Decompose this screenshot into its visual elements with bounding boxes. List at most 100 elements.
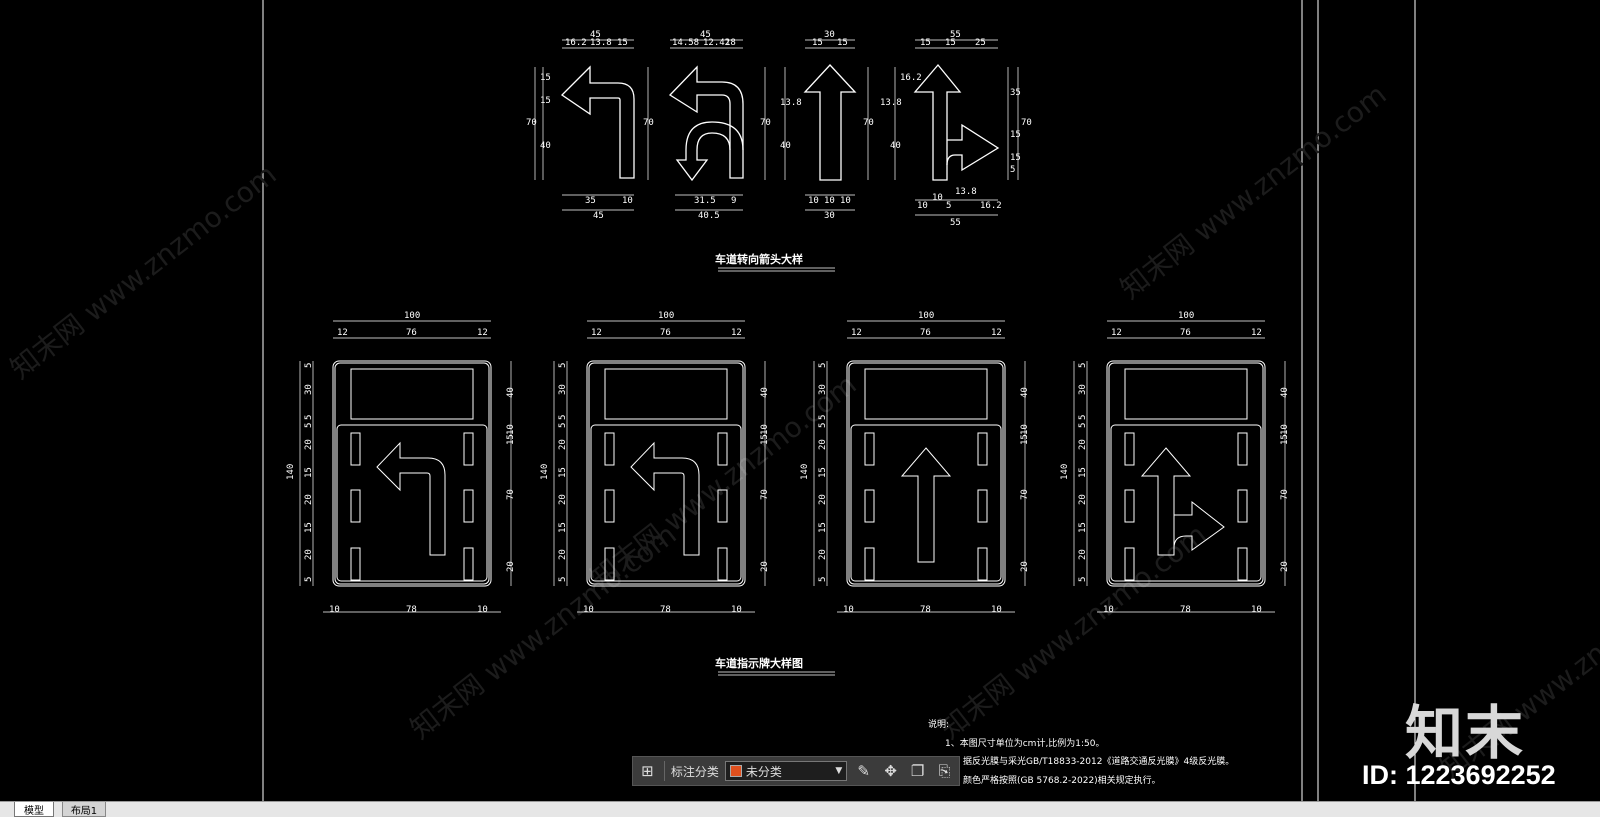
sign-left-dim-text: 5 bbox=[1078, 423, 1088, 428]
sign-left-dim-text: 20 bbox=[558, 549, 568, 560]
svg-text:12.42: 12.42 bbox=[703, 38, 730, 48]
sign-dim-lines bbox=[553, 320, 766, 613]
uturn-arrow-lower bbox=[675, 121, 744, 182]
sign-left-dim-text: 5 bbox=[818, 577, 828, 582]
sign-left-dim-text: 15 bbox=[558, 467, 568, 478]
sign-margin-text: 12 bbox=[731, 328, 742, 338]
svg-text:55: 55 bbox=[950, 218, 961, 228]
sign-bottom-inner-text: 78 bbox=[660, 605, 671, 615]
sign-inner-width-text: 76 bbox=[920, 328, 931, 338]
sign-dim-lines bbox=[813, 320, 1026, 613]
sign-right-branch-arrow bbox=[1173, 500, 1225, 551]
svg-text:10: 10 bbox=[622, 196, 633, 206]
sign-left-dim-text: 5 bbox=[818, 423, 828, 428]
sign-height-text: 140 bbox=[540, 464, 550, 480]
sign-inner-width-text: 76 bbox=[1180, 328, 1191, 338]
svg-text:1、本图尺寸单位为cm计,比例为1:50。: 1、本图尺寸单位为cm计,比例为1:50。 bbox=[945, 737, 1105, 749]
sign-right-dim-text: 40 bbox=[506, 387, 516, 398]
sign-margin-text: 12 bbox=[991, 328, 1002, 338]
svg-text:13.8: 13.8 bbox=[780, 98, 802, 108]
sign-left-dim-text: 20 bbox=[304, 549, 314, 560]
svg-text:10: 10 bbox=[824, 196, 835, 206]
svg-text:31.5: 31.5 bbox=[694, 196, 716, 206]
sign-margin-text: 12 bbox=[1111, 328, 1122, 338]
arrow-shapes bbox=[560, 63, 1000, 182]
sign-right-dim-text: 70 bbox=[760, 489, 770, 500]
svg-text:30: 30 bbox=[824, 211, 835, 221]
sign-left-dim-text: 20 bbox=[304, 494, 314, 505]
svg-text:知末网 www.znzmo.com: 知末网 www.znzmo.com bbox=[934, 518, 1213, 746]
svg-text:70: 70 bbox=[643, 118, 654, 128]
resource-id: ID: 1223692252 bbox=[1362, 760, 1556, 790]
svg-text:16.2: 16.2 bbox=[565, 38, 587, 48]
sign-left-dim-text: 15 bbox=[558, 522, 568, 533]
sign-bottom-margin-text: 10 bbox=[477, 605, 488, 615]
category-value: 未分类 bbox=[745, 764, 782, 779]
sign-panel-3 bbox=[813, 320, 1026, 613]
straight-right-arrow-branch bbox=[946, 123, 1000, 172]
tab-layout1[interactable]: 布局1 bbox=[62, 802, 106, 817]
svg-text:70: 70 bbox=[526, 118, 537, 128]
sign-margin-text: 12 bbox=[477, 328, 488, 338]
svg-text:9: 9 bbox=[731, 196, 736, 206]
svg-text:40: 40 bbox=[540, 141, 551, 151]
svg-text:45: 45 bbox=[590, 30, 601, 40]
sign-left-dim-text: 20 bbox=[818, 439, 828, 450]
sign-dim-lines bbox=[299, 320, 512, 613]
svg-text:15: 15 bbox=[920, 38, 931, 48]
sign-left-dim-text: 5 bbox=[818, 363, 828, 368]
edit-icon[interactable]: ✎ bbox=[857, 762, 870, 780]
grid-icon[interactable]: ⊞ bbox=[641, 762, 654, 780]
notes-block: 说明: 1、本图尺寸单位为cm计,比例为1:50。 据反光膜与采光GB/T188… bbox=[928, 718, 1234, 786]
sign-left-dim-text: 30 bbox=[818, 384, 828, 395]
svg-text:13.8: 13.8 bbox=[880, 98, 902, 108]
sign-bottom-inner-text: 78 bbox=[406, 605, 417, 615]
sign-left-dim-text: 30 bbox=[558, 384, 568, 395]
arrow-dimension-texts: 45 16.2 13.8 15 35 10 45 15 15 70 40 70 … bbox=[526, 30, 1032, 266]
annotation-category-label: 标注分类 bbox=[670, 764, 719, 779]
svg-text:15: 15 bbox=[540, 73, 551, 83]
sign-left-dim-text: 30 bbox=[304, 384, 314, 395]
svg-text:5: 5 bbox=[946, 201, 951, 211]
sign-margin-text: 12 bbox=[337, 328, 348, 338]
sign-bottom-inner-text: 78 bbox=[1180, 605, 1191, 615]
svg-text:14.58: 14.58 bbox=[672, 38, 699, 48]
sign-right-dim-text: 15 bbox=[506, 434, 516, 445]
annotation-category-select[interactable]: 未分类 ▼ bbox=[724, 761, 848, 781]
brand-logo: 知末 bbox=[1405, 699, 1526, 767]
sign-right-dim-text: 40 bbox=[760, 387, 770, 398]
sign-left-dim-text: 5 bbox=[1078, 363, 1088, 368]
sign-straight-arrow bbox=[900, 447, 952, 563]
uturn-arrow-upper bbox=[668, 65, 744, 179]
svg-text:15: 15 bbox=[945, 38, 956, 48]
svg-text:70: 70 bbox=[1021, 118, 1032, 128]
svg-text:16.2: 16.2 bbox=[900, 73, 922, 83]
sign-left-dim-text: 5 bbox=[304, 423, 314, 428]
copy-icon[interactable]: ❐ bbox=[910, 762, 925, 780]
sign-height-text: 140 bbox=[1060, 464, 1070, 480]
sign-left-dim-text: 15 bbox=[1078, 522, 1088, 533]
svg-text:15: 15 bbox=[812, 38, 823, 48]
sign-left-dim-text: 5 bbox=[304, 577, 314, 582]
paste-icon[interactable]: ⎘ bbox=[938, 762, 951, 780]
svg-text:70: 70 bbox=[863, 118, 874, 128]
sign-margin-text: 12 bbox=[591, 328, 602, 338]
svg-text:15: 15 bbox=[1010, 130, 1021, 140]
svg-text:70: 70 bbox=[760, 118, 771, 128]
sign-bottom-margin-text: 10 bbox=[1251, 605, 1262, 615]
sign-straight-arrow bbox=[1140, 447, 1192, 556]
svg-text:颜色严格按照(GB 5768.2-2022)相关规定执行。: 颜色严格按照(GB 5768.2-2022)相关规定执行。 bbox=[963, 774, 1161, 786]
sign-right-dim-text: 70 bbox=[506, 489, 516, 500]
move-icon[interactable]: ✥ bbox=[884, 762, 897, 780]
sign-inner-width-text: 76 bbox=[660, 328, 671, 338]
sign-width-text: 100 bbox=[1178, 311, 1194, 321]
svg-text:说明:: 说明: bbox=[928, 718, 949, 730]
sign-left-dim-text: 15 bbox=[304, 467, 314, 478]
tab-model[interactable]: 模型 bbox=[14, 802, 54, 817]
sign-panel-1 bbox=[299, 320, 512, 613]
sign-left-dim-text: 5 bbox=[818, 415, 828, 420]
sign-left-dim-text: 15 bbox=[1078, 467, 1088, 478]
sign-inner-width-text: 76 bbox=[406, 328, 417, 338]
